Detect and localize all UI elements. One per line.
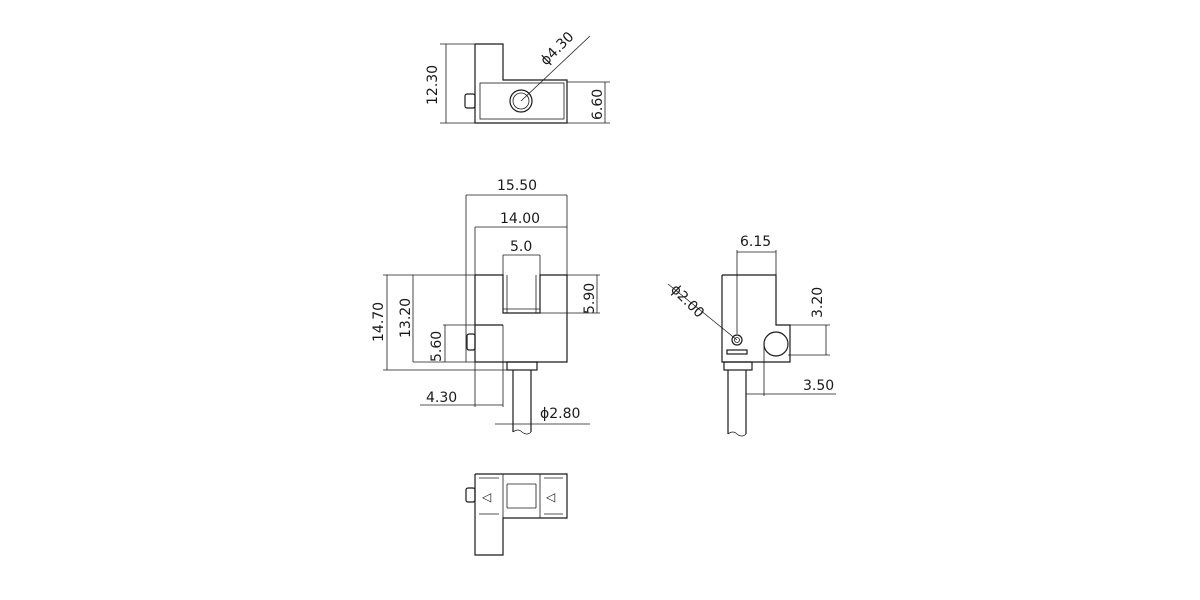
lead-diameter-label: ϕ2.80 (540, 406, 580, 422)
body-height-label: 13.20 (398, 298, 414, 338)
pin-height-label: 5.60 (429, 331, 445, 362)
side-width-label: 6.15 (740, 234, 771, 250)
inner-width-label: 14.00 (500, 211, 540, 227)
top-hole-diameter-label: ϕ4.30 (538, 29, 578, 69)
slot-width-label: 5.0 (510, 239, 532, 255)
bottom-view (465, 473, 568, 556)
top-body-height-label: 6.60 (590, 89, 606, 120)
side-hole-diameter-label: ϕ2.00 (667, 282, 707, 322)
side-step-label: 3.20 (810, 287, 826, 318)
side-view (667, 250, 836, 437)
bottom-right-arrow-icon: ◁ (545, 490, 555, 504)
overall-width-label: 15.50 (497, 178, 537, 194)
front-view (383, 194, 600, 435)
slot-depth-label: 5.90 (582, 283, 598, 314)
top-height-label: 12.30 (425, 65, 441, 105)
overall-height-label: 14.70 (371, 302, 387, 342)
base-offset-label: 4.30 (426, 390, 457, 406)
bottom-left-arrow-icon: ◁ (481, 490, 491, 504)
side-foot-label: 3.50 (803, 378, 834, 394)
top-view (440, 35, 610, 124)
